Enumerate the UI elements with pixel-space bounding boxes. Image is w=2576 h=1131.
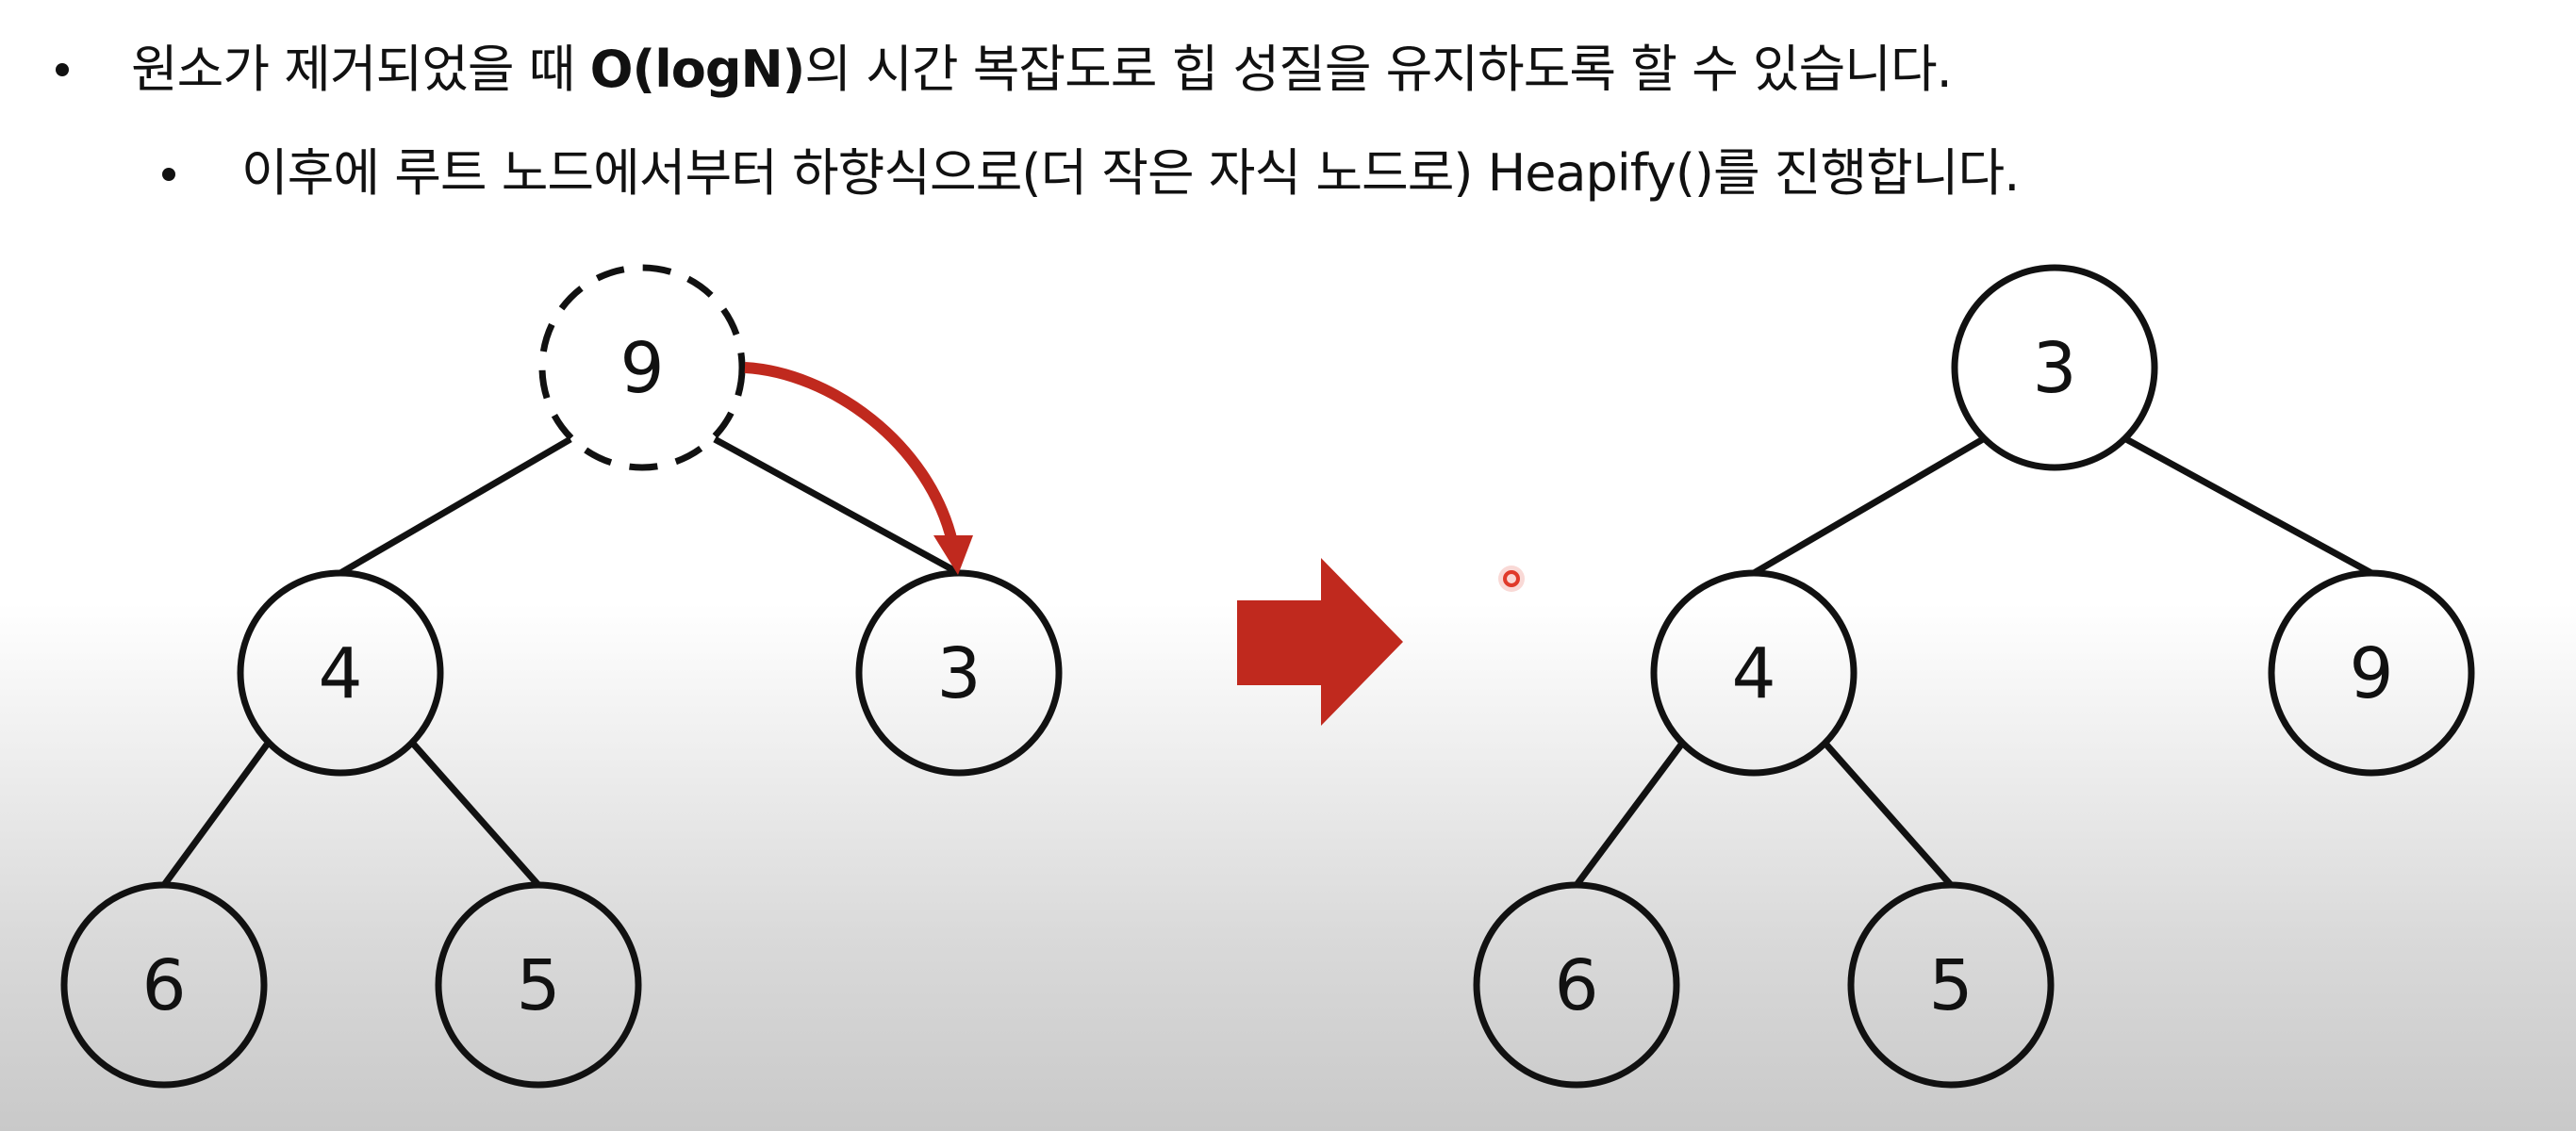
node-before-leftright: [435, 881, 642, 1089]
node-after-root: [1951, 264, 2158, 471]
before-tree: [60, 264, 1063, 1089]
bullet-dot-2: [162, 168, 175, 181]
after-tree: [1473, 264, 2475, 1089]
edge-root-right: [713, 435, 961, 577]
edge-root-left: [339, 435, 572, 577]
node-before-root-dashed: [538, 264, 746, 471]
label-before-root: 9: [619, 328, 664, 409]
bullet-1-part-1: 원소가 제거되었을 때: [131, 40, 590, 99]
edge-left-leftleft: [161, 742, 270, 888]
label-after-root: 3: [2032, 328, 2076, 409]
edge-after-left-leftright: [1824, 742, 1954, 888]
node-before-left: [237, 569, 444, 777]
node-after-leftright: [1847, 881, 2055, 1089]
label-after-leftright: 5: [1928, 945, 1973, 1026]
label-before-leftleft: 6: [141, 945, 186, 1026]
edge-after-root-left: [1752, 435, 1985, 577]
laser-pointer-icon: [1503, 570, 1520, 587]
node-after-left: [1650, 569, 1858, 777]
bullet-dot-1: [56, 63, 69, 76]
label-after-leftleft: 6: [1554, 945, 1598, 1026]
label-before-right: 3: [936, 633, 981, 714]
label-after-right: 9: [2349, 633, 2393, 714]
swap-arrowhead-icon: [933, 535, 973, 575]
bullet-1-part-2: 의 시간 복잡도로 힙 성질을 유지하도록 할 수 있습니다.: [804, 40, 1952, 99]
bullet-text-1: 원소가 제거되었을 때 O(logN)의 시간 복잡도로 힙 성질을 유지하도록…: [131, 40, 1953, 100]
edge-after-left-leftleft: [1574, 742, 1684, 888]
laser-pointer-glow: [1498, 566, 1525, 592]
edge-after-root-right: [2124, 435, 2373, 577]
transform-arrow-icon: [1237, 558, 1403, 726]
node-before-right: [855, 569, 1063, 777]
label-before-left: 4: [318, 633, 362, 714]
label-before-leftright: 5: [516, 945, 560, 1026]
node-after-right: [2268, 569, 2475, 777]
complexity-emphasis: O(logN): [589, 40, 806, 99]
edge-left-leftright: [411, 742, 541, 888]
bullet-text-2: 이후에 루트 노드에서부터 하향식으로(더 작은 자식 노드로) Heapify…: [241, 143, 2020, 203]
node-before-leftleft: [60, 881, 268, 1089]
label-after-left: 4: [1731, 633, 1775, 714]
swap-arrow-curve: [744, 362, 958, 544]
node-after-leftleft: [1473, 881, 1680, 1089]
